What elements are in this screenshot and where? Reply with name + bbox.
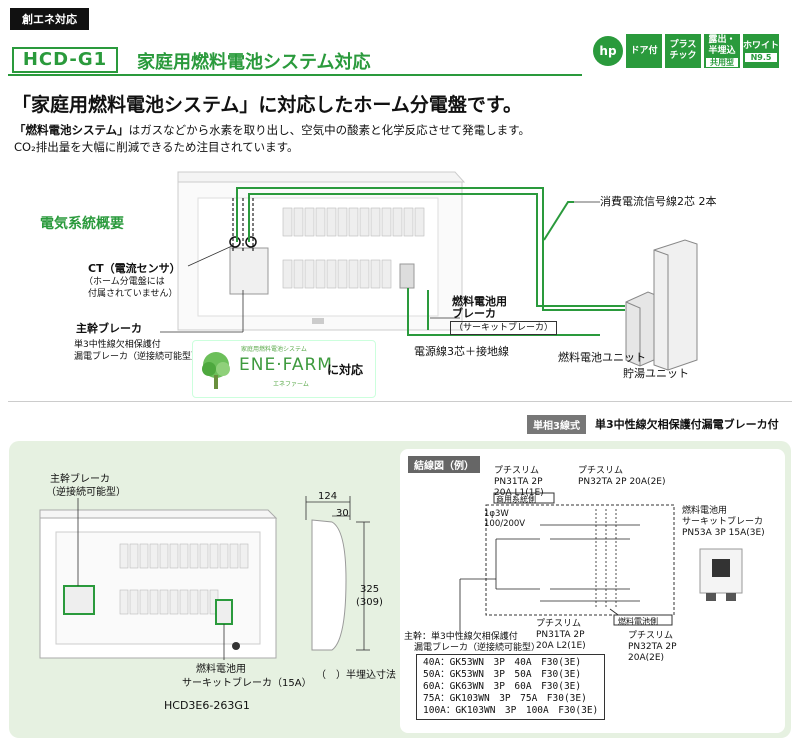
dim-note: （ ）半埋込寸法 [316,670,396,681]
puchi3-model: PN31TA 2P [536,630,585,640]
puchi2-model: PN32TA 2P 20A(2E) [578,477,666,487]
signal-lines [236,187,625,336]
ct-label: CT（電流センサ） [88,262,181,275]
lower-fc-label-2: サーキットブレーカ（15A） [182,678,312,689]
ct-wires [232,198,254,252]
fc-breaker-illustration [699,548,743,601]
fc-cb-label-3: PN53A 3P 15A(3E) [682,528,765,538]
headline: 「家庭用燃料電池システム」に対応したホーム分電盤です。 [12,94,522,116]
model-subtitle: 家庭用燃料電池システム対応 [137,52,371,73]
lower-main-label-1: 主幹ブレーカ [50,474,110,485]
fc-unit-label: 燃料電池ユニット [558,351,646,364]
ct-sensor-right [245,236,257,248]
phase-label: 1φ3W [484,509,509,519]
voltage-label: 100/200V [484,519,526,529]
tank-unit-label: 貯湯ユニット [623,367,689,380]
fc-cb-label-2: サーキットブレーカ [682,517,764,527]
fc-cb-label-1: 燃料電池用 [682,506,728,516]
main-breaker-note-1: 単3中性線欠相保護付 [74,340,161,350]
puchi4-label: プチスリム [628,631,674,641]
hp-icon: hp [593,36,623,66]
door-icon: ドア付 [626,34,662,68]
main-breaker-note-2: 漏電ブレーカ（逆接続可能型） [74,352,201,362]
puchi2-label: プチスリム [578,466,624,476]
phase-type-desc: 単3中性線欠相保護付漏電ブレーカ付 [595,418,779,431]
grid-side-label: 商用系統側 [496,495,536,504]
spec-row: 40A：GK53WN 3P 40A F30(3E) [423,657,582,668]
section-divider [8,401,792,402]
system-diagram [160,171,698,371]
system-title: 電気系統概要 [40,216,124,232]
spec-row: 50A：GK53WN 3P 50A F30(3E) [423,669,582,680]
category-tag: 創エネ対応 [10,8,89,30]
lower-fc-label-1: 燃料電池用 [196,664,246,675]
dim-height-alt: (309) [356,597,383,608]
signal-line-label: 消費電流信号線2芯 2本 [600,195,717,208]
main-breaker-label: 主幹ブレーカ [76,322,142,335]
spec-row: 100A：GK103WN 3P 100A F30(3E) [423,705,599,716]
phase-type-tag: 単相3線式 [527,415,586,434]
puchi3-rating: 20A L2(1E) [536,641,586,651]
dim-depth: 30 [336,508,349,519]
fc-breaker-label-3: （サーキットブレーカ） [450,321,558,335]
puchi3-label: プチスリム [536,619,582,629]
model-number: HCD3E6-263G1 [164,699,250,712]
tree-icon [202,352,230,389]
mount-icon: 露出・ 半埋込共用型 [704,34,740,68]
main-wire-label-1: 主幹：単3中性線欠相保護付 [404,632,518,642]
puchi1-rating: 20A L1(1E) [494,488,544,498]
power-line-label: 電源線3芯＋接地線 [414,345,509,358]
ct-note-1: （ホーム分電盤には [84,277,165,287]
dim-width: 124 [318,491,338,502]
puchi4-model: PN32TA 2P [628,642,677,652]
fc-side-label: 燃料電池側 [618,617,658,626]
fc-breaker-label-1: 燃料電池用 [452,295,507,308]
main-breaker-spec-table: 40A：GK53WN 3P 40A F30(3E) 50A：GK53WN 3P … [416,654,606,720]
storage-tank-illustration [653,239,698,371]
puchi4-rating: 20A(2E) [628,653,665,663]
panel-illustration [177,171,466,331]
lower-main-label-2: （逆接続可能型） [46,487,126,498]
ct-note-2: 付属されていません） [88,289,178,299]
puchi1-model: PN31TA 2P [494,477,543,487]
enefarm-logo: 家庭用燃料電池システム ENE·FARM エネファーム に対応 [192,340,376,398]
ct-sensor-left [229,236,241,248]
wiring-diagram [459,492,743,631]
header-divider [8,74,582,76]
plastic-icon: プラス チック [665,34,701,68]
spec-row: 60A：GK63WN 3P 60A F30(3E) [423,681,582,692]
spec-row: 75A：GK103WN 3P 75A F30(3E) [423,693,587,704]
dim-height: 325 [360,584,380,595]
intro-text: 「燃料電池システム」はガスなどから水素を取り出し、空気中の酸素と化学反応させて発… [14,123,531,154]
main-wire-label-2: 漏電ブレーカ（逆接続可能型） [414,643,541,653]
model-name: HCD-G1 [12,47,118,73]
puchi1-label: プチスリム [494,466,540,476]
product-drawing [39,496,370,660]
wiring-title: 結線図（例） [408,456,480,473]
fc-breaker-label-2: ブレーカ [452,307,496,320]
